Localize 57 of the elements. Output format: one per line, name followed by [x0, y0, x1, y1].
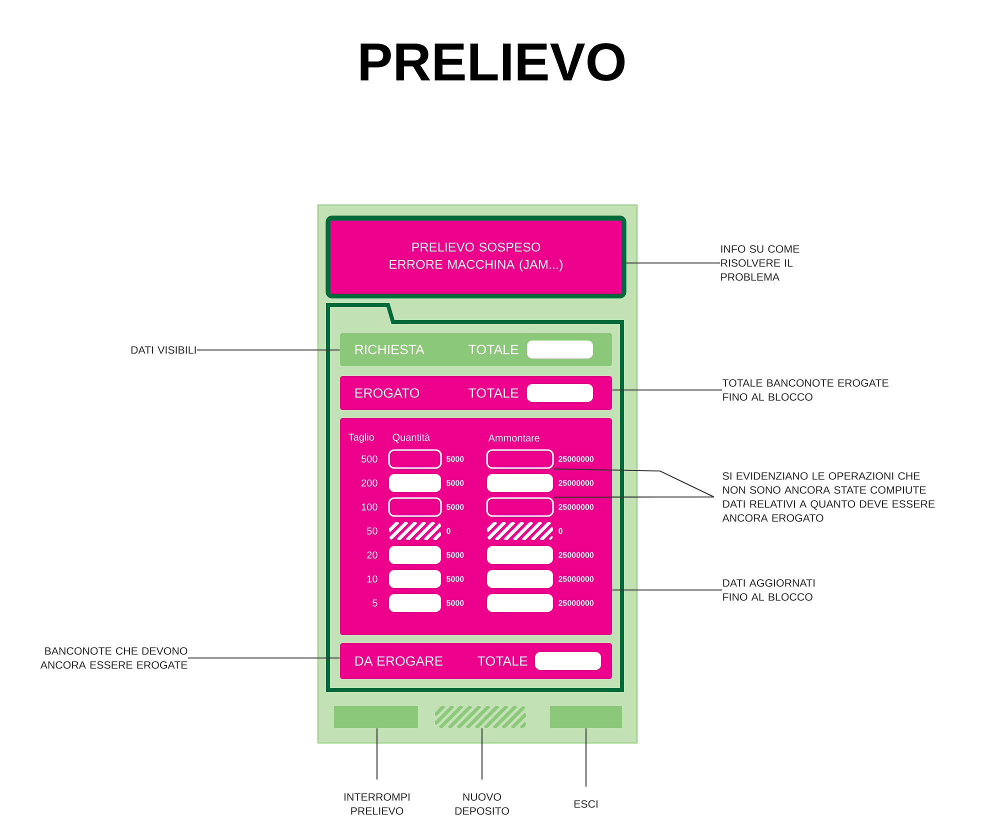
column-header: Ammontare: [488, 434, 540, 442]
annotation-text: SI EVIDENZIANO LE OPERAZIONI CHE NON SONO ANCORA STATE COMPIUTE DATI RELATIVI A QUANTO DEVE ESSERE ANCORA EROGATO: [722, 472, 935, 522]
annotation-text: NUOVO DEPOSITO: [455, 793, 509, 815]
amount-value: 25000000: [558, 456, 594, 462]
node-label: TOTALE: [478, 656, 528, 666]
leader-line: [585, 728, 587, 787]
node-label: EROGATO: [355, 388, 420, 398]
leader-line: [376, 728, 378, 780]
amount-value: 25000000: [558, 552, 594, 558]
denomination-label: 50: [367, 527, 378, 535]
denomination-label: 5: [372, 600, 378, 606]
denomination-label: 20: [367, 551, 378, 559]
node-label: TOTALE: [468, 344, 518, 354]
amount-value: 25000000: [558, 576, 594, 582]
screen-button: [334, 706, 418, 728]
leader-line: [612, 389, 722, 391]
node-label: DA EROGARE: [355, 656, 443, 666]
annotation-text: INFO SU COME RISOLVERE IL PROBLEMA: [721, 245, 800, 281]
leader-line: [626, 262, 720, 264]
denomination-label: 100: [362, 503, 378, 511]
leader-line: [554, 468, 714, 498]
screen-button: [435, 706, 526, 728]
quantity-value: 5000: [446, 600, 464, 606]
amount-value: 25000000: [558, 504, 594, 510]
annotation-text: BANCONOTE CHE DEVONO ANCORA ESSERE EROGATE: [40, 647, 188, 669]
quantity-value: 5000: [446, 504, 464, 510]
annotation-text: DATI AGGIORNATI FINO AL BLOCCO: [723, 579, 815, 601]
quantity-value: 5000: [446, 576, 464, 582]
node-label: RICHIESTA: [355, 344, 424, 354]
column-header: Quantità: [392, 433, 430, 443]
quantity-value: 0: [446, 528, 450, 534]
node-label: TOTALE: [468, 388, 518, 398]
column-header: Taglio: [348, 433, 374, 443]
annotation-text: ESCI: [574, 800, 598, 808]
amount-field: [486, 449, 554, 469]
leader-line: [554, 496, 714, 498]
quantity-value: 5000: [446, 480, 464, 486]
error-box: PRELIEVO SOSPESO ERRORE MACCHINA (JAM...): [326, 216, 626, 298]
data-panel: [326, 303, 624, 692]
denomination-label: 10: [367, 575, 378, 583]
leader-line: [188, 657, 340, 659]
amount-value: 25000000: [558, 480, 594, 486]
leader-line: [481, 728, 483, 780]
annotation-text: TOTALE BANCONOTE EROGATE FINO AL BLOCCO: [722, 379, 888, 401]
quantity-value: 5000: [446, 456, 464, 462]
annotation-text: DATI VISIBILI: [131, 346, 196, 354]
amount-value: 25000000: [558, 600, 594, 606]
annotation-text: INTERROMPI PRELIEVO: [344, 793, 410, 815]
title: PRELIEVO: [360, 43, 625, 81]
denomination-label: 200: [362, 479, 378, 487]
leader-line: [197, 349, 340, 351]
amount-field: [486, 497, 554, 517]
screen-button: [550, 706, 622, 728]
quantity-value: 5000: [446, 552, 464, 558]
leader-line: [612, 589, 722, 591]
amount-value: 0: [558, 528, 562, 534]
denomination-label: 500: [361, 455, 378, 463]
